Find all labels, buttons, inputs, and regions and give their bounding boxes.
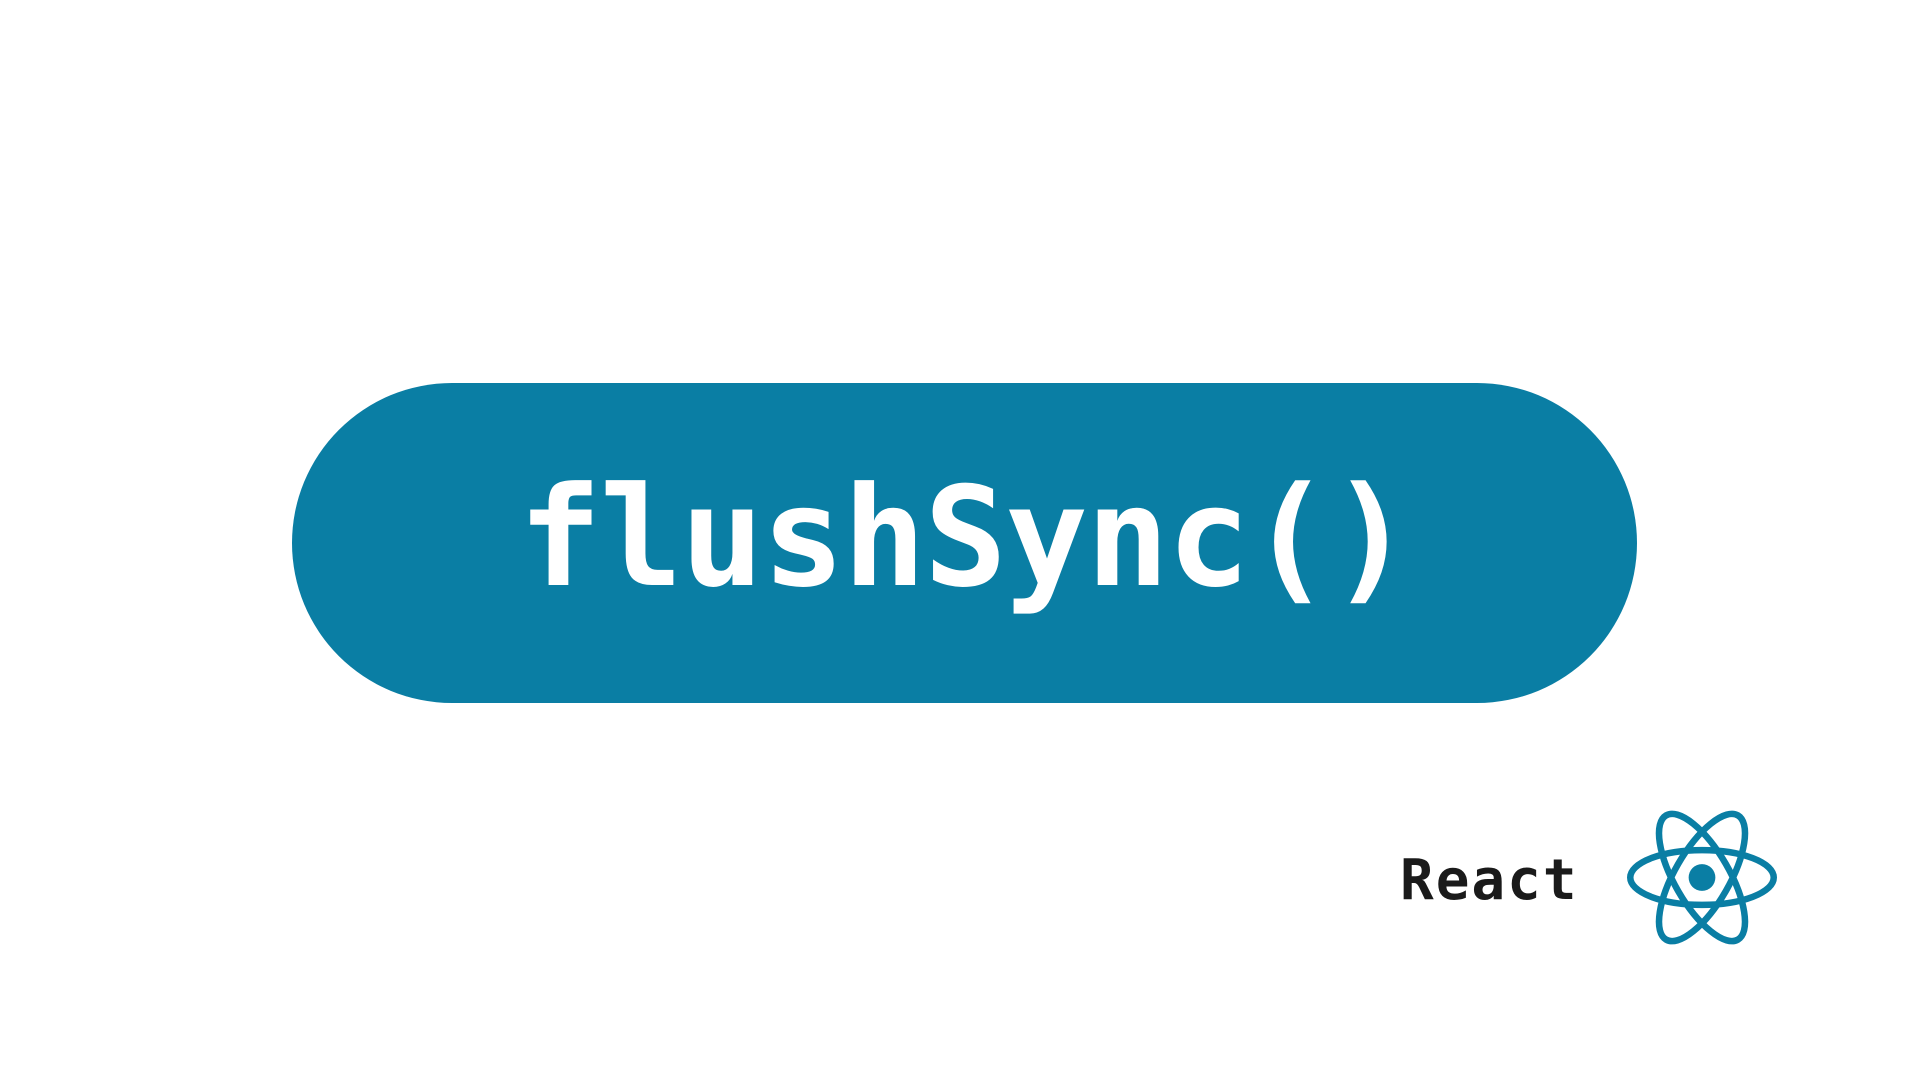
brand-block: React: [1400, 810, 1777, 945]
page-title: flushSync(): [518, 457, 1413, 618]
react-atom-icon: [1626, 810, 1777, 945]
brand-label: React: [1400, 848, 1579, 913]
title-pill: flushSync(): [292, 383, 1637, 703]
